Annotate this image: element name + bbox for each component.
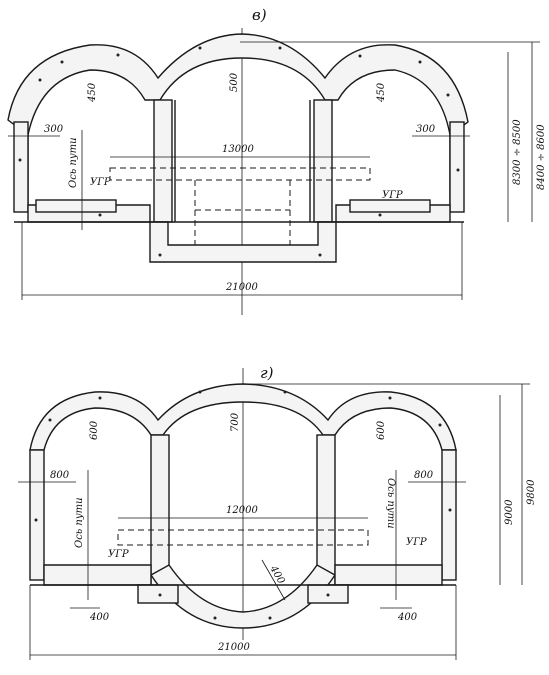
figure-v-total-width: 21000 (225, 282, 258, 293)
figure-v-column-left (153, 99, 173, 223)
figure-g-height-inner: 9000 (504, 499, 515, 525)
figure-v-ugr-right: УГР (382, 190, 403, 201)
figure-v-ugr-left: УГР (90, 177, 111, 188)
figure-v-arch-center: 500 (229, 72, 240, 92)
figure-g-label: г) (260, 364, 274, 382)
figure-g-column-left (150, 434, 170, 586)
figure-v-wall-right (449, 121, 465, 213)
figure-g-invert-leader (261, 559, 286, 601)
figure-v-wall-right-label: 300 (416, 124, 436, 135)
figure-g-footing-left (137, 584, 179, 604)
figure-v-arch-right: 450 (376, 82, 387, 103)
figure-g-wall-right-label: 800 (414, 470, 434, 481)
figure-v-height-outer: 8400 ÷ 8600 (536, 124, 547, 190)
figure-g-invert: 400 (267, 563, 287, 586)
figure-v-trackbed-right (349, 199, 431, 213)
figure-g-column-right (316, 434, 336, 586)
figure-g-total-width: 21000 (217, 642, 250, 653)
figure-v-platform-pit (149, 221, 337, 263)
figure-g-platform-outline (117, 529, 369, 546)
figure-g: г) 21000 (18, 364, 537, 660)
figure-v-wall-left (13, 121, 29, 213)
figure-g-floor-right (334, 564, 443, 586)
figure-v-platform-width: 13000 (222, 144, 254, 155)
figure-v-track-axis: Ось пути (68, 137, 79, 188)
figure-g-track-axis-left: Ось пути (74, 497, 85, 548)
figure-v-label: в) (252, 6, 267, 24)
figure-g-ugr-left: УГР (108, 549, 129, 560)
figure-v-height-inner: 8300 ÷ 8500 (512, 119, 523, 185)
figure-v-concrete-texture (18, 46, 460, 257)
figure-g-base-right: 400 (397, 612, 418, 623)
figure-g-arch-center: 700 (230, 412, 241, 432)
figure-g-ugr-right: УГР (406, 537, 427, 548)
figure-g-wall-right (441, 449, 457, 581)
figure-g-wall-left-label: 800 (50, 470, 70, 481)
figure-g-platform-width: 12000 (226, 505, 258, 516)
figure-g-track-axis-right: Ось пути (385, 478, 396, 529)
figure-v-wall-left-label: 300 (44, 124, 64, 135)
figure-g-concrete-texture (34, 390, 452, 620)
figure-v-column-right (313, 99, 333, 223)
figure-g-wall-left (29, 449, 45, 581)
figure-v-arch-left: 450 (87, 82, 98, 103)
figure-v-platform-outline (109, 167, 371, 245)
figure-v: в) (7, 6, 547, 315)
figure-g-floor-left (43, 564, 152, 586)
figure-g-base-left: 400 (89, 612, 110, 623)
figure-g-height-outer: 9800 (526, 479, 537, 505)
figure-v-trackbed-left (35, 199, 117, 213)
figure-g-arch-left: 600 (89, 420, 100, 440)
figure-g-arch-right: 600 (376, 420, 387, 440)
